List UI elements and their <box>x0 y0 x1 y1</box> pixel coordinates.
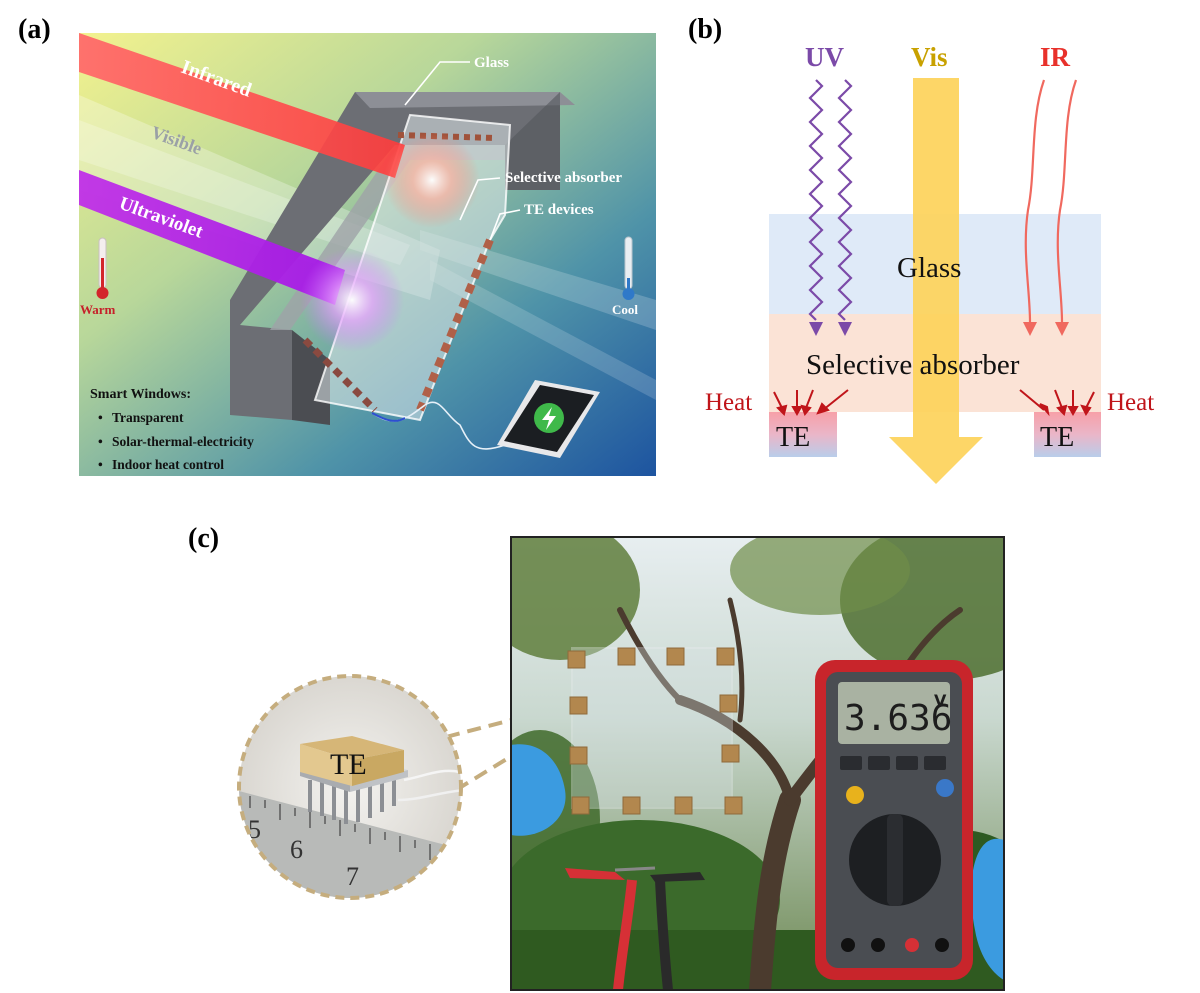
cool-label: Cool <box>612 302 638 317</box>
vis-arrow <box>889 78 983 484</box>
multimeter-unit: V <box>934 691 947 710</box>
feature-item-2: Solar-thermal-electricity <box>112 434 254 449</box>
te-label-left: TE <box>776 422 810 453</box>
ruler-number-6: 6 <box>290 835 303 864</box>
te-block-right <box>1034 412 1101 457</box>
feature-item-3: Indoor heat control <box>112 457 224 472</box>
te-module <box>300 736 461 824</box>
alligator-clips <box>565 866 705 990</box>
multimeter-reading: 3.636 <box>844 698 952 739</box>
metal-ruler <box>239 790 461 898</box>
heat-arrows-right <box>1019 389 1095 417</box>
photo-frame <box>510 536 1005 991</box>
te-label-right: TE <box>1040 422 1074 453</box>
selective-absorber-callout: Selective absorber <box>505 170 622 186</box>
uv-arrowhead-left <box>809 322 823 336</box>
panel-a-illustration: Infrared Visible Ultraviolet Glass Selec… <box>79 33 656 476</box>
panel-b-schematic: UV Vis IR Glass Selective absorber Heat … <box>705 42 1154 484</box>
heat-label-left: Heat <box>705 389 752 416</box>
vis-label: Vis <box>911 42 948 72</box>
heat-arrows-left <box>773 389 849 417</box>
feature-item-1: Transparent <box>112 410 184 425</box>
ir-arrowhead-left <box>1023 322 1037 336</box>
feature-bullet-3: • <box>98 457 103 472</box>
warm-label: Warm <box>80 302 116 317</box>
multimeter-display <box>838 682 950 744</box>
glass-layer-label: Glass <box>897 252 961 284</box>
right-glove <box>971 838 1004 980</box>
te-module-label: TE <box>330 748 367 781</box>
absorber-layer-label: Selective absorber <box>806 349 1020 381</box>
panel-label-c: (c) <box>188 523 220 554</box>
panel-label-a: (a) <box>18 14 51 45</box>
uv-wave-right <box>837 79 853 321</box>
multimeter-buttons <box>840 756 946 770</box>
ruler-number-7: 7 <box>346 862 359 891</box>
ruler-ticks <box>249 796 431 860</box>
ir-label: IR <box>1040 42 1071 72</box>
te-block-left <box>769 412 837 457</box>
uv-label: UV <box>805 42 844 72</box>
photo-glass-window <box>571 647 733 809</box>
photo-te-squares <box>567 647 743 815</box>
glass-callout: Glass <box>474 55 509 71</box>
ir-wave-left <box>1024 79 1046 323</box>
te-devices-callout: TE devices <box>524 202 594 218</box>
ir-wave-right <box>1056 79 1078 323</box>
infrared-beam <box>79 33 405 178</box>
feature-bullet-2: • <box>98 434 103 449</box>
cool-thermometer-icon <box>622 236 635 300</box>
infrared-burst <box>384 132 480 228</box>
ultraviolet-burst <box>300 248 404 352</box>
feature-bullet-1: • <box>98 410 103 425</box>
panel-label-b: (b) <box>688 14 723 45</box>
smartphone-icon <box>497 380 600 458</box>
te-magnified-inset: 5 6 7 TE <box>237 674 463 900</box>
heat-label-right: Heat <box>1107 389 1154 416</box>
uv-arrowhead-right <box>838 322 852 336</box>
multimeter: 3.636 V <box>815 660 973 980</box>
outdoor-photo: 3.636 V <box>511 537 1004 990</box>
ruler-number-5: 5 <box>248 815 261 844</box>
ultraviolet-beam <box>79 170 345 305</box>
uv-wave-left <box>808 79 824 321</box>
left-glove <box>511 744 566 836</box>
warm-thermometer-icon <box>96 237 109 299</box>
ir-arrowhead-right <box>1055 322 1069 336</box>
features-title: Smart Windows: <box>90 387 191 402</box>
